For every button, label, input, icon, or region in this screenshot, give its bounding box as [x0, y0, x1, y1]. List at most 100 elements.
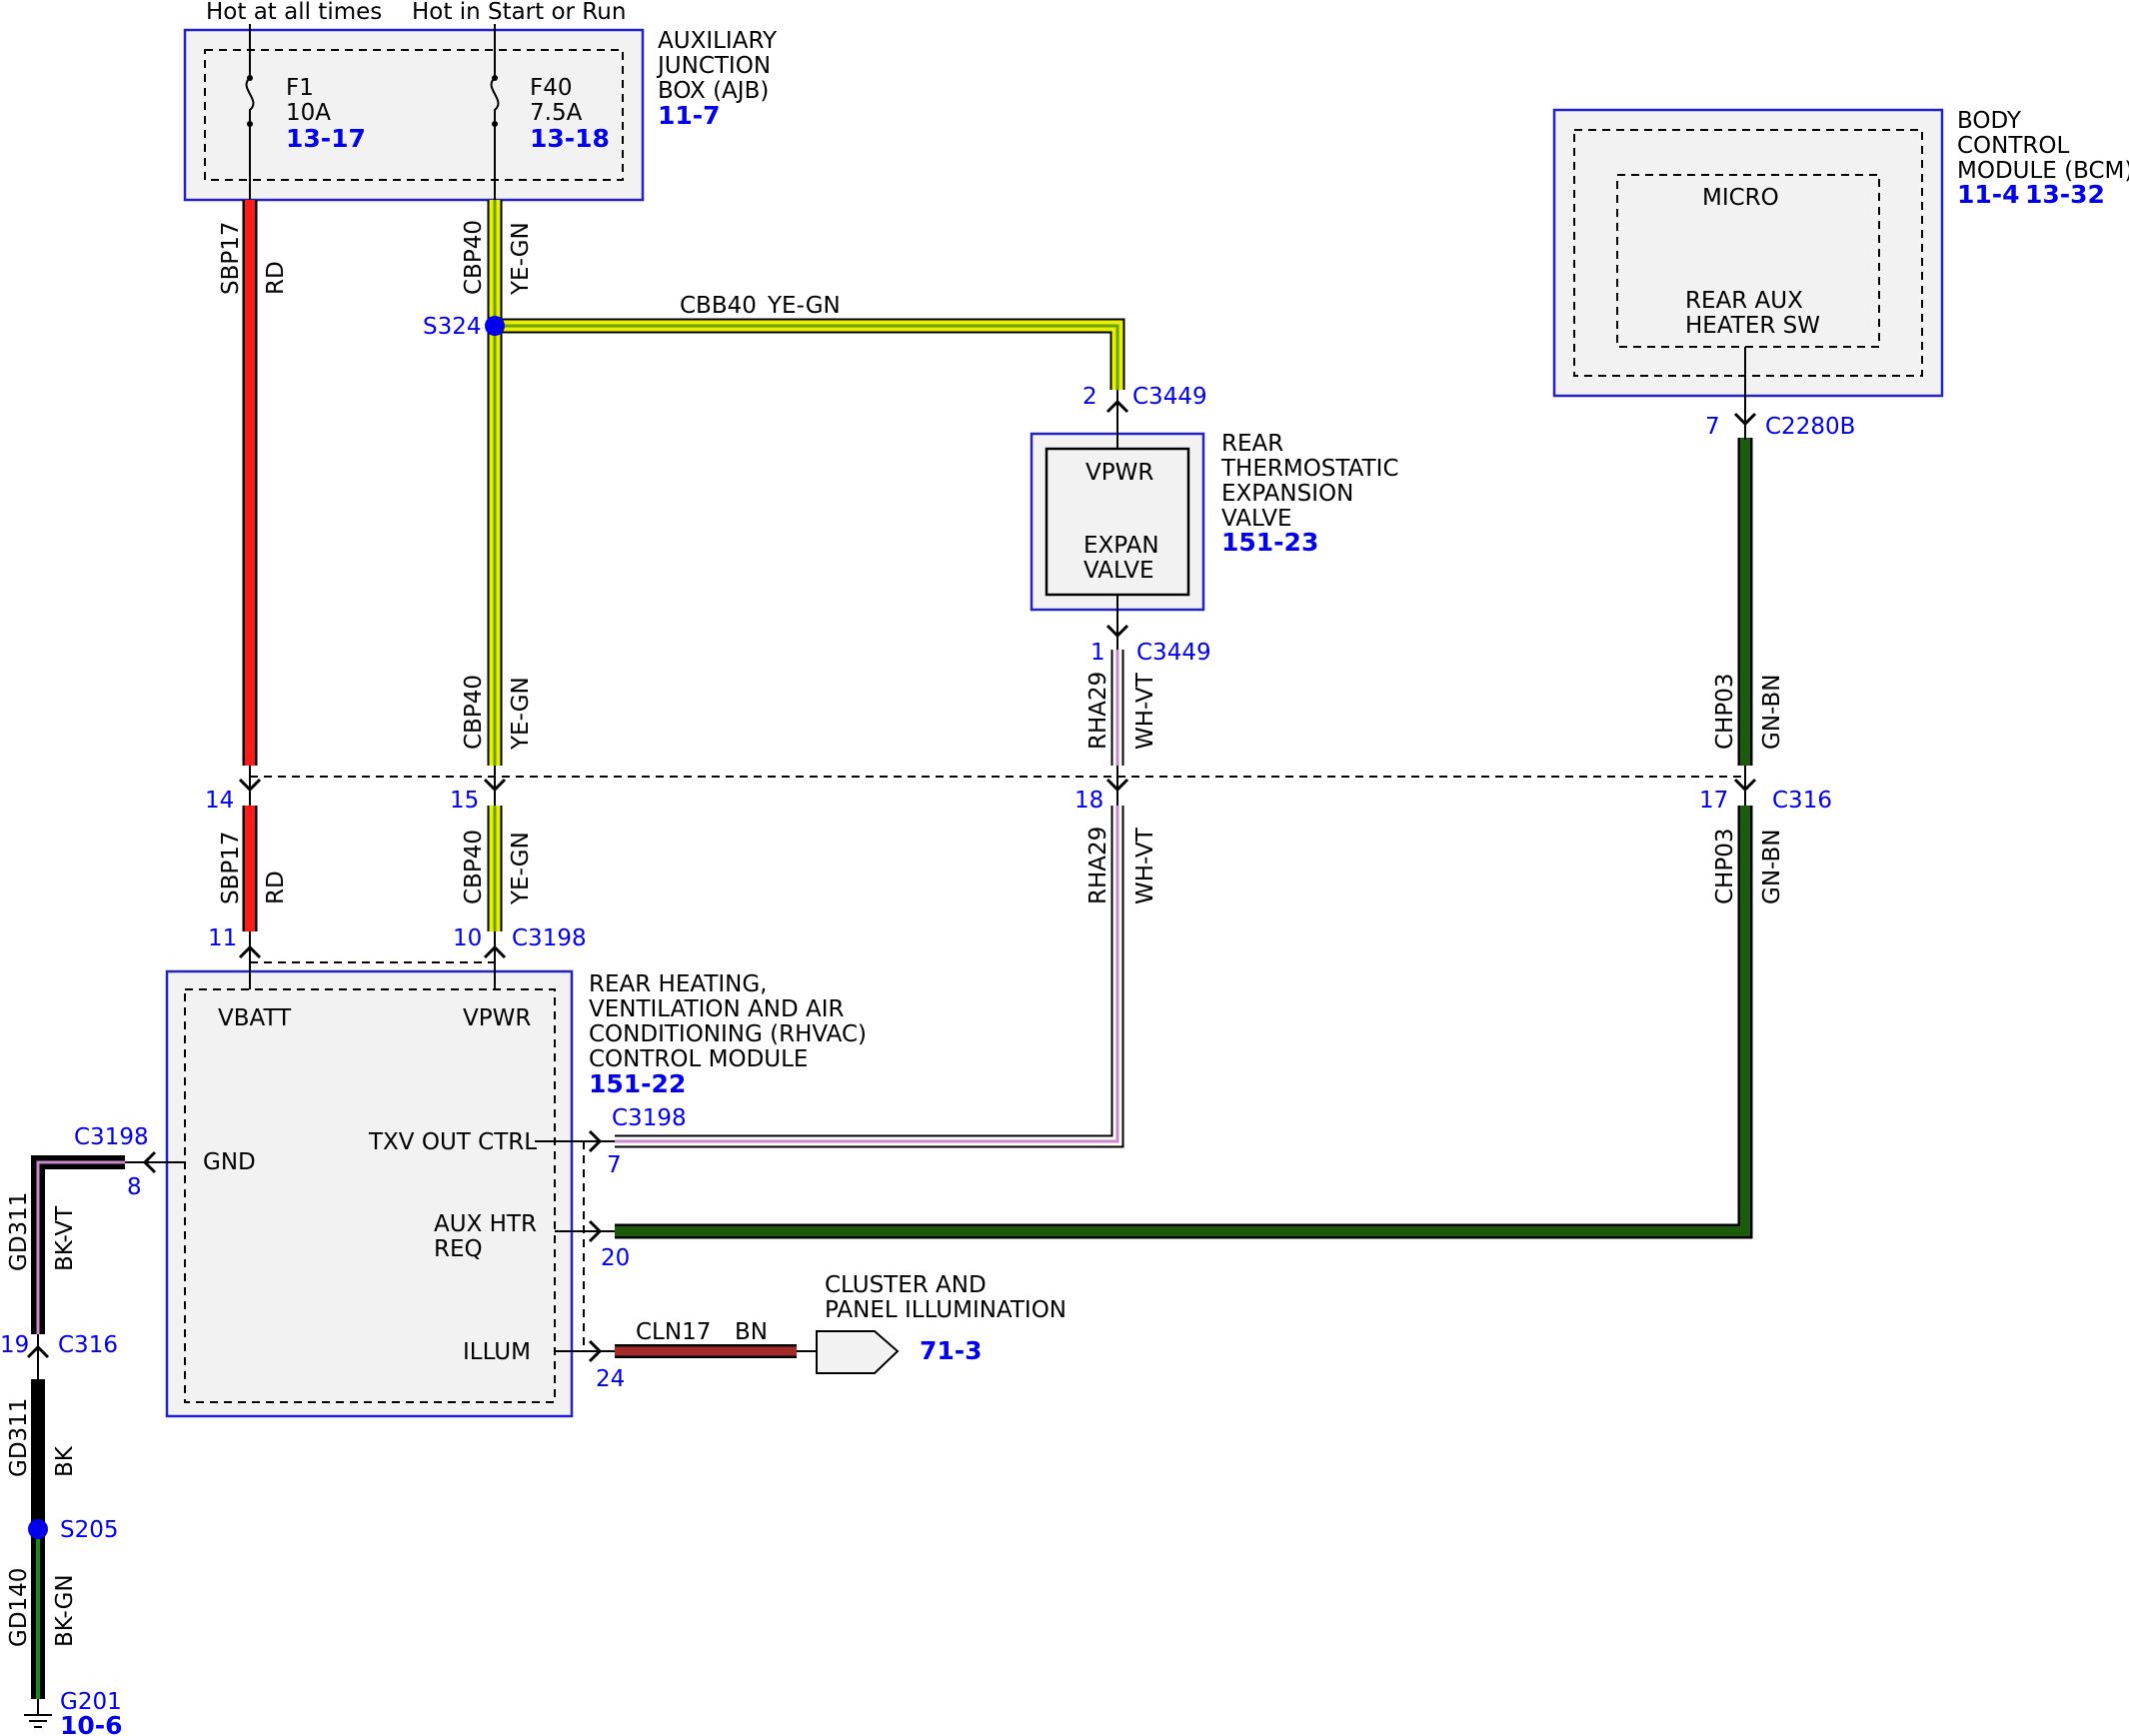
f1-ref[interactable]: 13-17	[286, 124, 366, 153]
c2280b-pin7-symbol	[1733, 410, 1757, 440]
gd140-circuit: GD140	[6, 1568, 32, 1647]
rhvac-label-2: VENTILATION AND AIR	[589, 996, 845, 1022]
bcm-label-1: BODY	[1957, 108, 2022, 134]
bcm-ref-2[interactable]: 13-32	[2025, 180, 2105, 209]
rhvac-ref[interactable]: 151-22	[589, 1069, 686, 1098]
c3449-pin1-number: 1	[1090, 640, 1105, 666]
f40-fuse-icon	[490, 77, 500, 200]
c3198-pin7-number: 7	[607, 1152, 622, 1178]
f40-ref[interactable]: 13-18	[530, 124, 610, 153]
c316-pin17-number: 17	[1699, 788, 1728, 814]
rha29-color-lower: WH-VT	[1132, 827, 1158, 904]
cbp40-color-lower: YE-GN	[508, 832, 534, 905]
cbb40-circuit: CBB40	[680, 293, 757, 319]
ajb-label-2: JUNCTION	[656, 53, 771, 79]
bcm-component[interactable]	[1552, 108, 1944, 398]
c316-pin14-number: 14	[205, 788, 234, 814]
c3198-pin20-symbol	[585, 1219, 615, 1243]
c316-gnd-label: C316	[58, 1332, 118, 1358]
gd311-color-lower: BK	[52, 1445, 78, 1477]
c3198-pin11-symbol	[238, 931, 262, 961]
c3198-pin8-number: 8	[127, 1174, 142, 1200]
rhvac-component[interactable]	[165, 969, 574, 1418]
bcm-label-2: CONTROL	[1957, 133, 2070, 159]
chp03-color-upper: GN-BN	[1759, 675, 1785, 751]
f40-rating: 7.5A	[530, 100, 583, 126]
rha29-circuit-upper: RHA29	[1085, 672, 1111, 750]
c3449-pin2-number: 2	[1082, 384, 1097, 410]
txv-pin-valve: VALVE	[1083, 558, 1154, 584]
hot-in-start-or-run-label: Hot in Start or Run	[412, 0, 626, 25]
g201-ref[interactable]: 10-6	[60, 1711, 123, 1736]
c3449-pin2-symbol	[1105, 390, 1129, 418]
gd311-wire-upper[interactable]	[31, 1155, 125, 1334]
c316-pin15-symbol	[483, 766, 507, 806]
sbp17-color-lower: RD	[263, 870, 289, 904]
cluster-connector-icon	[816, 1330, 900, 1374]
sbp17-circuit-lower: SBP17	[218, 831, 244, 904]
cln17-color: BN	[735, 1319, 768, 1345]
gd311-circuit-lower: GD311	[6, 1398, 32, 1477]
c316-pin14-symbol	[238, 766, 262, 806]
txv-component[interactable]	[1030, 432, 1205, 612]
ajb-label-1: AUXILIARY	[658, 28, 778, 54]
c316-pin18-symbol	[1105, 766, 1129, 806]
ground-icon	[24, 1699, 52, 1728]
c3198-top-label: C3198	[512, 925, 587, 951]
hot-at-all-times-label: Hot at all times	[206, 0, 382, 25]
cln17-circuit: CLN17	[636, 1319, 711, 1345]
bcm-ref-1[interactable]: 11-4	[1957, 180, 2020, 209]
cbp40-circuit-top: CBP40	[461, 220, 487, 295]
ajb-ref[interactable]: 11-7	[658, 101, 721, 130]
cbp40-color-mid: YE-GN	[508, 677, 534, 751]
c316-label: C316	[1772, 788, 1832, 814]
c3198-gnd-label: C3198	[74, 1124, 149, 1150]
cbp40-circuit-mid: CBP40	[461, 675, 487, 750]
s205-splice[interactable]	[28, 1519, 48, 1539]
c3198-pin10-number: 10	[453, 925, 482, 951]
txv-label-2: THERMOSTATIC	[1220, 456, 1399, 482]
c2280b-label: C2280B	[1765, 414, 1855, 440]
rhvac-label-4: CONTROL MODULE	[589, 1046, 808, 1072]
c316-pin18-number: 18	[1074, 788, 1103, 814]
rha29-color-upper: WH-VT	[1132, 672, 1158, 750]
c3449-bottom-label: C3449	[1136, 640, 1211, 666]
cbb40-wire[interactable]	[495, 318, 1125, 390]
c3198-pin8-symbol	[125, 1150, 157, 1174]
rha29-circuit-lower: RHA29	[1085, 827, 1111, 904]
f1-rating: 10A	[286, 100, 331, 126]
cbp40-circuit-lower: CBP40	[461, 830, 487, 904]
cluster-ref[interactable]: 71-3	[920, 1336, 983, 1365]
chp03-circuit-upper: CHP03	[1712, 674, 1738, 751]
c316-pin15-number: 15	[450, 788, 479, 814]
rhvac-pin-vpwr: VPWR	[463, 1005, 531, 1031]
rhvac-pin-illum: ILLUM	[463, 1339, 531, 1365]
c3198-pin24-number: 24	[596, 1366, 625, 1392]
rhvac-pin-aux-1: AUX HTR	[434, 1211, 537, 1237]
chp03-circuit-lower: CHP03	[1712, 829, 1738, 905]
txv-pin-vpwr: VPWR	[1085, 460, 1153, 486]
chp03-wire-lower[interactable]	[615, 806, 1753, 1239]
bcm-pin-label-2: HEATER SW	[1685, 313, 1820, 339]
sbp17-color-upper: RD	[263, 261, 289, 295]
rhvac-pin-txv: TXV OUT CTRL	[368, 1129, 537, 1155]
cluster-label-1: CLUSTER AND	[825, 1272, 987, 1298]
bcm-label-3: MODULE (BCM)	[1957, 158, 2129, 184]
s324-label: S324	[423, 314, 482, 340]
rha29-wire-lower[interactable]	[615, 806, 1124, 1148]
c2280b-pin-number: 7	[1705, 414, 1720, 440]
txv-ref[interactable]: 151-23	[1221, 528, 1318, 557]
s324-splice[interactable]	[485, 316, 505, 336]
c316-pin17-symbol	[1733, 766, 1757, 806]
rhvac-pin-gnd: GND	[203, 1149, 256, 1175]
f1-fuse-icon	[245, 77, 255, 200]
chp03-color-lower: GN-BN	[1759, 830, 1785, 905]
c3198-pin11-number: 11	[208, 925, 237, 951]
rhvac-label-3: CONDITIONING (RHVAC)	[589, 1021, 867, 1047]
c316-pin19-number: 19	[0, 1332, 29, 1358]
ajb-component[interactable]	[183, 28, 645, 202]
c3198-pin7-symbol	[585, 1129, 615, 1153]
g201-label: G201	[60, 1689, 122, 1715]
ajb-label-3: BOX (AJB)	[658, 78, 769, 104]
